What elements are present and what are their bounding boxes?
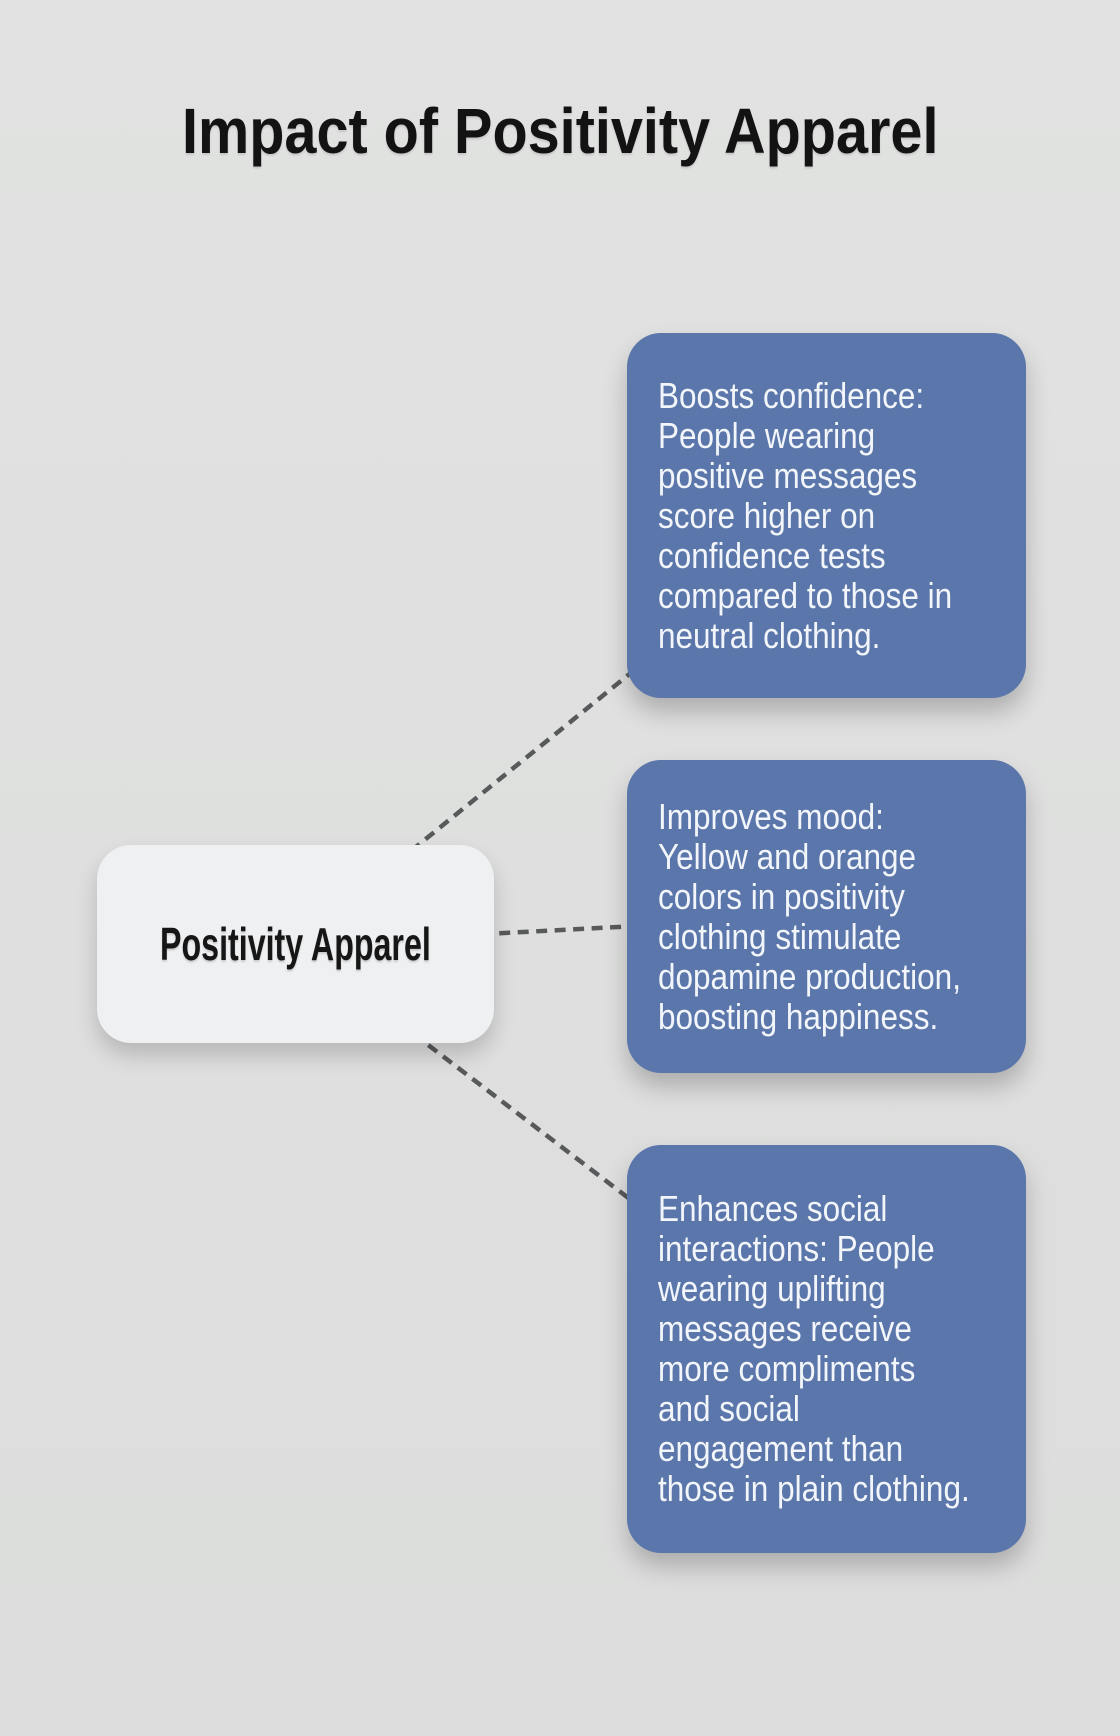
- branch-box-enhances-social-interactions: Enhances social interactions: People wea…: [627, 1145, 1026, 1553]
- branch-text-enhances-social-interactions: Enhances social interactions: People wea…: [658, 1188, 970, 1509]
- branch-box-improves-mood: Improves mood: Yellow and orange colors …: [627, 760, 1026, 1073]
- branch-text-improves-mood: Improves mood: Yellow and orange colors …: [658, 795, 961, 1037]
- center-node-label: Positivity Apparel: [160, 918, 431, 970]
- branch-box-boosts-confidence: Boosts confidence: People wearing positi…: [627, 333, 1026, 698]
- branch-text-boosts-confidence: Boosts confidence: People wearing positi…: [658, 374, 953, 656]
- connector-line-middle: [295, 913, 827, 947]
- diagram-title-row: Impact of Positivity Apparel: [0, 88, 1120, 174]
- center-node-positivity-apparel: Positivity Apparel: [97, 845, 494, 1043]
- diagram-title: Impact of Positivity Apparel: [181, 95, 939, 167]
